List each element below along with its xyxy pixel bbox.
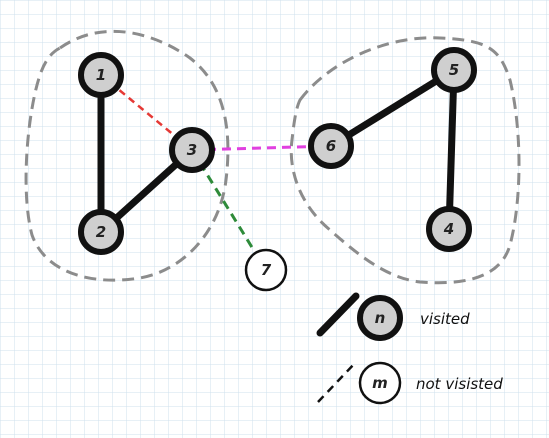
edge-3-7: [190, 149, 268, 271]
cluster-left-outline: [24, 29, 230, 282]
node-5-label: 5: [449, 61, 459, 79]
node-1-label: 1: [96, 66, 106, 84]
legend-visited-label: visited: [420, 310, 470, 328]
node-5: 5: [431, 47, 477, 93]
node-4-label: 4: [443, 220, 454, 238]
node-1: 1: [78, 52, 124, 98]
edge-6-5: [327, 66, 458, 150]
node-3: 3: [169, 127, 215, 173]
edge-5-4: [445, 66, 458, 233]
cluster-right-outline: [289, 36, 521, 285]
legend: n visited m not visisted: [316, 292, 503, 405]
node-2: 2: [78, 209, 124, 255]
edge-3-6: [191, 144, 332, 152]
node-2-label: 2: [96, 223, 106, 241]
node-4: 4: [426, 206, 472, 252]
node-7: 7: [244, 248, 288, 292]
legend-visited-symbol: n: [375, 309, 386, 327]
node-7-label: 7: [261, 261, 272, 279]
legend-visited-node: [357, 295, 403, 341]
legend-dashed-edge: [317, 361, 357, 403]
legend-unvisited-symbol: m: [372, 374, 388, 392]
legend-unvisited-label: not visisted: [416, 375, 503, 393]
node-3-label: 3: [187, 141, 197, 159]
legend-unvisited-node: [358, 361, 402, 405]
legend-solid-edge: [316, 292, 360, 337]
legend-visited: n visited: [316, 292, 470, 341]
legend-unvisited: m not visisted: [317, 361, 503, 405]
node-6-label: 6: [326, 137, 336, 155]
node-6: 6: [308, 123, 354, 169]
